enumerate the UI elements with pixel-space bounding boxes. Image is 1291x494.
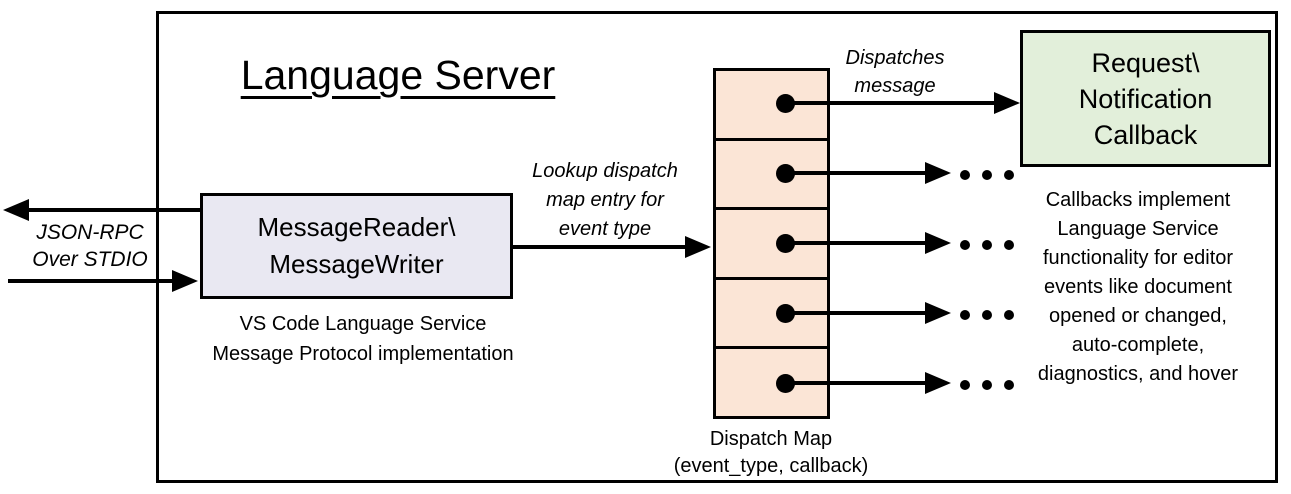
callback-box-line2: Notification: [1078, 83, 1213, 114]
callbacks-note-line4: events like document: [1044, 276, 1232, 298]
callback-box-line1: Request\: [1091, 47, 1200, 78]
stdio-label: JSON-RPC Over STDIO: [15, 219, 165, 273]
lookup-label-line1: Lookup dispatch: [532, 160, 678, 182]
lookup-arrow-line: [513, 245, 689, 249]
dispatch-arrowhead-icon-3: [925, 232, 951, 254]
dispatch-map-cell-4: [716, 280, 827, 350]
callbacks-note-line7: diagnostics, and hover: [1037, 363, 1239, 385]
ellipsis-icon-5: [960, 380, 1014, 390]
callbacks-note: Callbacks implement Language Service fun…: [1002, 186, 1274, 389]
dispatch-map-caption-line2: (event_type, callback): [673, 455, 869, 477]
dispatch-arrowhead-icon-4: [925, 302, 951, 324]
lookup-label: Lookup dispatch map entry for event type: [515, 157, 695, 244]
language-server-boundary: [156, 11, 1278, 483]
message-box-line2: MessageWriter: [269, 249, 444, 279]
dispatch-map-cell-1: [716, 71, 827, 141]
lookup-arrowhead-icon: [685, 236, 711, 258]
message-box-caption-line1: VS Code Language Service: [239, 313, 487, 335]
ellipsis-icon-3: [960, 240, 1014, 250]
callback-box-line3: Callback: [1093, 119, 1198, 150]
lookup-label-line3: event type: [558, 218, 652, 240]
stdio-label-line1: JSON-RPC: [36, 221, 144, 244]
dispatch-arrow-line-4: [785, 311, 927, 315]
callbacks-note-line6: auto-complete,: [1071, 334, 1205, 356]
dispatches-label-line2: message: [854, 75, 936, 97]
callbacks-note-line1: Callbacks implement: [1045, 189, 1231, 211]
dispatch-map-cell-2: [716, 141, 827, 211]
dispatch-arrow-line-5: [785, 381, 927, 385]
ellipsis-icon-4: [960, 310, 1014, 320]
message-box-caption: VS Code Language Service Message Protoco…: [173, 309, 553, 369]
dispatch-map-caption-line1: Dispatch Map: [709, 428, 833, 450]
lookup-label-line2: map entry for: [546, 189, 664, 211]
dispatch-map-cell-3: [716, 210, 827, 280]
dispatch-arrowhead-icon-2: [925, 162, 951, 184]
dispatch-arrowhead-icon-1: [994, 92, 1020, 114]
callbacks-note-line5: opened or changed,: [1049, 305, 1227, 327]
message-reader-writer-box: MessageReader\ MessageWriter: [200, 193, 513, 299]
stdio-out-arrow-line: [24, 208, 202, 212]
stdio-in-arrowhead-icon: [172, 270, 198, 292]
callback-box: Request\ Notification Callback: [1020, 30, 1271, 167]
dispatches-message-label: Dispatches message: [825, 44, 965, 100]
stdio-out-arrowhead-icon: [3, 199, 29, 221]
dispatch-arrowhead-icon-5: [925, 372, 951, 394]
dispatch-arrow-line-3: [785, 241, 927, 245]
stdio-in-arrow-line: [8, 279, 176, 283]
ellipsis-icon-2: [960, 170, 1014, 180]
dispatch-arrow-line-1: [785, 101, 997, 105]
dispatch-map-caption: Dispatch Map (event_type, callback): [641, 426, 901, 480]
dispatch-arrow-line-2: [785, 171, 927, 175]
message-box-caption-line2: Message Protocol implementation: [212, 343, 514, 365]
message-box-line1: MessageReader\: [257, 212, 456, 242]
callbacks-note-line2: Language Service: [1057, 218, 1219, 240]
callbacks-note-line3: functionality for editor: [1042, 247, 1234, 269]
diagram-title: Language Server: [240, 52, 556, 98]
stdio-label-line2: Over STDIO: [32, 248, 148, 271]
dispatches-label-line1: Dispatches: [845, 47, 945, 69]
